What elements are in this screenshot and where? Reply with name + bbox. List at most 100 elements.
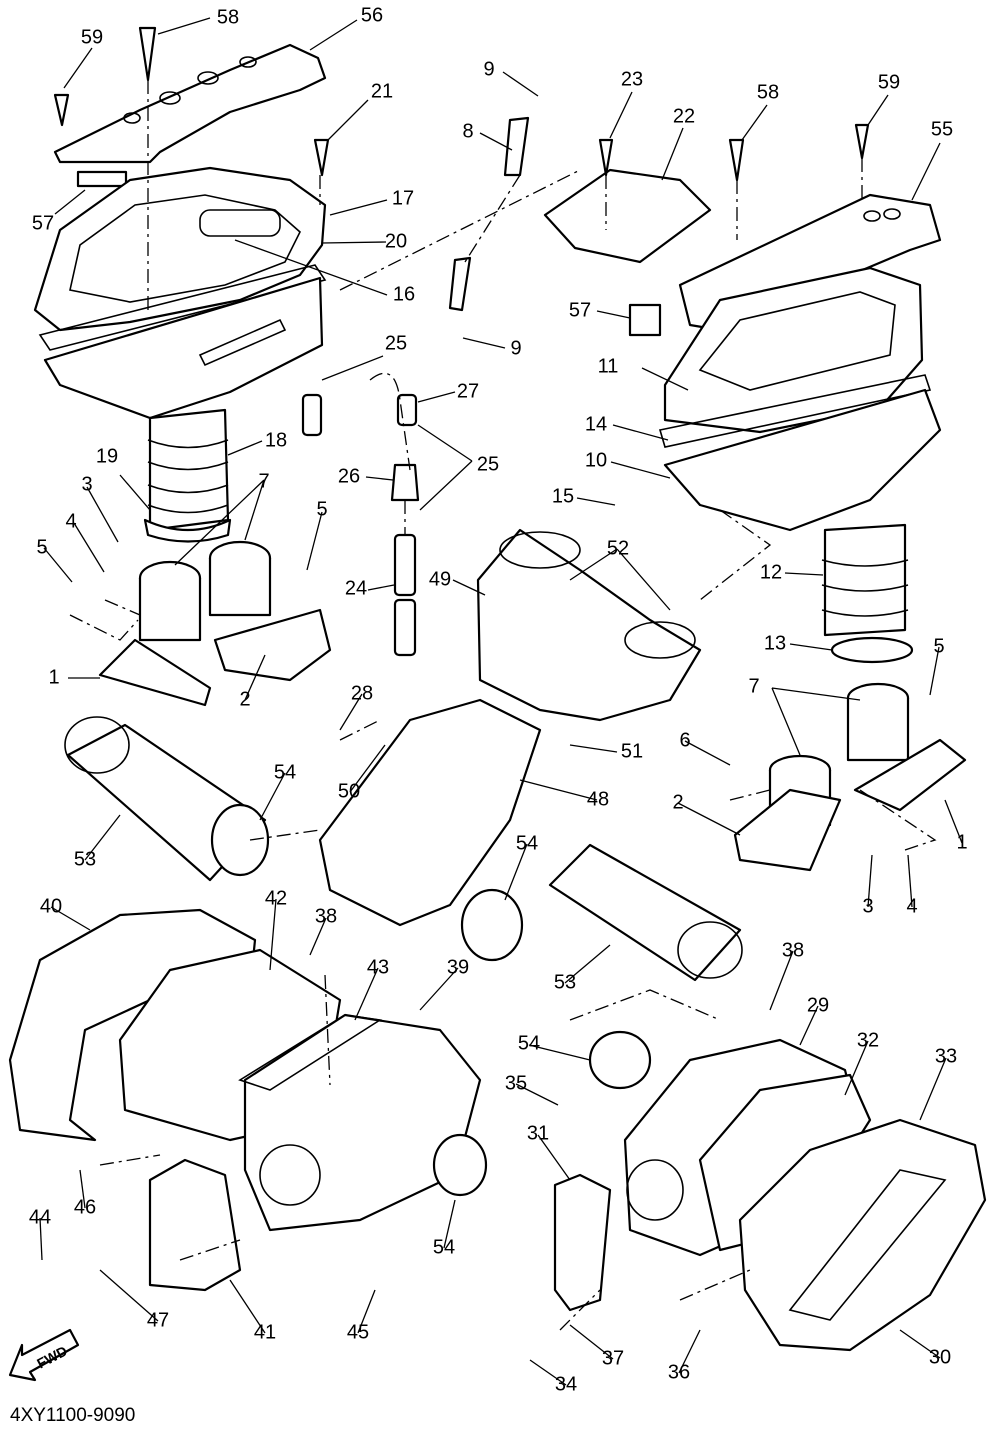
airbox-cover-17: [33, 166, 327, 332]
assembly-lines: [69, 80, 937, 1331]
pad-57: [76, 170, 128, 188]
callout-2-left: 2: [239, 688, 250, 710]
clamp-54c: [432, 1133, 488, 1197]
boot-12: [823, 523, 907, 637]
cover-30: [738, 1118, 987, 1352]
callout-38-right: 38: [782, 939, 804, 961]
callout-1-left: 1: [48, 666, 59, 688]
pad-57-right: [628, 303, 662, 337]
callout-1-right: 1: [956, 831, 967, 853]
callout-46: 46: [74, 1196, 96, 1218]
bolt-23: [598, 138, 614, 177]
callout-27: 27: [457, 380, 479, 402]
callout-15: 15: [552, 485, 574, 507]
callout-10: 10: [585, 449, 607, 471]
bracket-56: [53, 43, 327, 164]
callout-25-mid: 25: [477, 453, 499, 475]
callout-5-left-a: 5: [316, 498, 327, 520]
callout-9-bottom: 9: [510, 337, 521, 359]
callout-7-right: 7: [748, 675, 759, 697]
callout-47: 47: [147, 1309, 169, 1331]
callout-3-right: 3: [862, 895, 873, 917]
tube-27: [396, 393, 418, 427]
callout-59-left: 59: [81, 26, 103, 48]
callout-40: 40: [40, 895, 62, 917]
valve-26: [390, 463, 420, 502]
callout-51: 51: [621, 740, 643, 762]
callout-41: 41: [254, 1321, 276, 1343]
bolt-21: [313, 138, 330, 177]
callout-22: 22: [673, 105, 695, 127]
callout-52: 52: [607, 537, 629, 559]
drawing-code: 4XY1100-9090: [10, 1405, 136, 1426]
tube-8-lower: [448, 256, 472, 312]
callout-28: 28: [351, 682, 373, 704]
gasket-20: [38, 264, 327, 351]
callout-57-left: 57: [32, 212, 54, 234]
callout-29: 29: [807, 994, 829, 1016]
callout-34: 34: [555, 1373, 577, 1395]
callout-48: 48: [587, 788, 609, 810]
gasket-43: [238, 1014, 383, 1091]
callout-33: 33: [935, 1045, 957, 1067]
callout-49: 49: [429, 568, 451, 590]
callout-35: 35: [505, 1072, 527, 1094]
intake-tube-53-right: [548, 843, 742, 982]
airbox-lower-10: [663, 388, 942, 532]
callout-54-lower: 54: [433, 1236, 455, 1258]
breather-box-22: [543, 168, 712, 264]
tube-24-lower: [393, 598, 417, 657]
callout-44: 44: [29, 1206, 51, 1228]
callout-6: 6: [679, 729, 690, 751]
callout-20: 20: [385, 230, 407, 252]
callout-19: 19: [96, 445, 118, 467]
callout-5-left-b: 5: [36, 536, 47, 558]
callout-39: 39: [447, 956, 469, 978]
carb-joint-2: [213, 608, 332, 682]
callout-58-left: 58: [217, 6, 239, 28]
callout-11: 11: [598, 355, 619, 377]
duct-49: [476, 528, 702, 722]
flange-1-right: [853, 738, 967, 812]
callout-14: 14: [585, 413, 607, 435]
clamp-54d: [588, 1030, 652, 1090]
callout-9-top: 9: [483, 58, 494, 80]
callout-23: 23: [621, 68, 643, 90]
callout-4-left: 4: [65, 510, 76, 532]
gasket-14: [658, 374, 932, 448]
callout-57-right: 57: [569, 299, 591, 321]
callout-55: 55: [931, 118, 953, 140]
clamp-54a: [210, 803, 270, 877]
callout-54-right: 54: [518, 1032, 540, 1054]
callout-54-center: 54: [516, 832, 538, 854]
callout-8: 8: [462, 120, 473, 142]
callout-17: 17: [392, 187, 414, 209]
callout-26: 26: [338, 465, 360, 487]
callout-5-right: 5: [933, 635, 944, 657]
part-outlines: [8, 26, 987, 1382]
callout-56: 56: [361, 4, 383, 26]
callout-31: 31: [527, 1122, 549, 1144]
flange-1: [98, 638, 212, 707]
callout-4-right: 4: [906, 895, 917, 917]
bracket-31: [553, 1173, 612, 1312]
callout-36: 36: [668, 1361, 690, 1383]
callout-18: 18: [265, 429, 287, 451]
callout-43: 43: [367, 956, 389, 978]
callout-30: 30: [929, 1346, 951, 1368]
callout-38-left: 38: [315, 905, 337, 927]
fwd-arrow-icon: [8, 1328, 80, 1382]
callout-53-right: 53: [554, 971, 576, 993]
plenum-48: [318, 698, 542, 927]
element-32: [698, 1073, 872, 1252]
callout-3-left: 3: [81, 473, 92, 495]
bolt-58-right: [728, 138, 745, 182]
callout-58-right: 58: [757, 81, 779, 103]
callout-25-top: 25: [385, 332, 407, 354]
callout-37: 37: [602, 1347, 624, 1369]
callout-2-right: 2: [672, 791, 683, 813]
airbox-11: [663, 266, 924, 434]
leader-lines: [39, 17, 963, 1386]
callout-53-left: 53: [74, 848, 96, 870]
